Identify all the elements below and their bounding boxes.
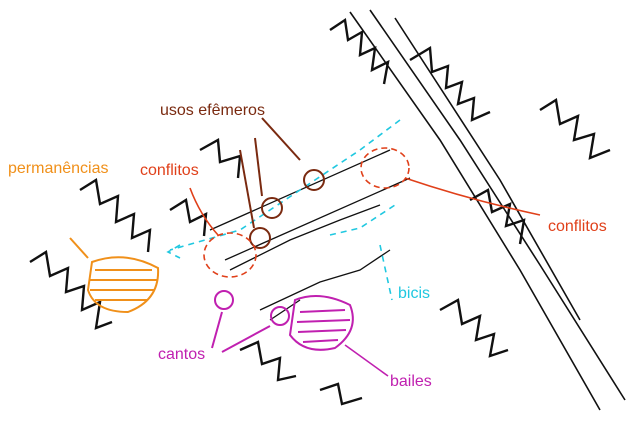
conflitos-marks	[203, 147, 410, 278]
street-edges	[349, 9, 626, 411]
bailes-arrow	[344, 344, 389, 377]
label-cantos: cantos	[158, 346, 206, 363]
conflitos-arrows	[189, 177, 541, 236]
label-conflitos-right: conflitos	[548, 218, 607, 235]
building-blocks	[29, 17, 611, 406]
usos-efemeros-marks	[239, 117, 325, 249]
label-bicis: bicis	[398, 285, 431, 302]
label-usos-efemeros: usos efêmeros	[160, 102, 265, 119]
label-permanencias: permanências	[8, 160, 109, 177]
cantos-marks	[211, 290, 290, 353]
label-bailes: bailes	[390, 373, 432, 390]
bicis-path	[166, 119, 401, 301]
label-conflitos-left: conflitos	[140, 162, 199, 179]
permanencias-area	[69, 237, 160, 314]
bailes-area	[288, 295, 354, 351]
